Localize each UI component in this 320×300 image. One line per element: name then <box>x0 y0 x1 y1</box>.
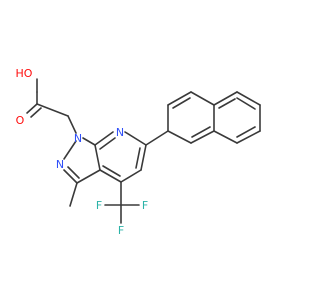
bond-c-o-double-a <box>26 103 38 114</box>
bond-naph-8 <box>236 130 261 144</box>
bond-naph-11-double <box>218 98 236 109</box>
bond-n1-n2 <box>63 140 77 160</box>
bond-naph-7 <box>213 130 238 144</box>
atom-n-pyrazole-1: N <box>74 132 82 145</box>
bond-c4-c3a-double <box>102 165 121 177</box>
atom-n-pyridine: N <box>116 126 124 139</box>
atom-o-carbonyl: O <box>16 114 25 127</box>
pyrazole-ring-bonds <box>63 137 101 207</box>
atom-ho: HO <box>16 67 33 80</box>
bond-naph-2 <box>190 130 215 144</box>
bond-naph-2-double <box>191 126 211 138</box>
atom-labels: HO O N N N F F F <box>16 67 149 237</box>
bond-naph-10 <box>236 91 261 106</box>
bond-npy-c6 <box>124 131 147 146</box>
atom-f-right: F <box>142 199 148 212</box>
bond-naph-8-double <box>236 126 256 138</box>
bond-c6-naph <box>145 130 169 146</box>
bond-c7a-npy <box>94 131 114 146</box>
pyridine-ring-bonds <box>94 131 147 206</box>
bond-naph-4 <box>190 91 215 106</box>
bond-naph-10-double <box>236 97 256 110</box>
bond-c6-c5 <box>140 144 147 171</box>
bond-naph-1 <box>167 130 192 144</box>
bond-c3-methyl <box>69 182 78 207</box>
bond-c3a-c7a <box>94 144 101 171</box>
bond-c5-c4 <box>120 169 142 183</box>
atom-f-top: F <box>118 224 124 237</box>
bond-n2-c3 <box>63 169 78 184</box>
bond-naph-5-double <box>172 97 191 109</box>
molecule-structure: HO O N N N F F F <box>16 67 261 237</box>
bond-naph-5 <box>167 91 192 106</box>
bond-ch2-n1 <box>67 115 77 134</box>
bond-naph-11 <box>213 91 238 106</box>
acetic-acid-bonds <box>26 78 77 134</box>
bond-c6-c5-double <box>135 147 141 169</box>
cf3-bonds <box>104 204 140 224</box>
molecule-canvas: HO O N N N F F F <box>16 67 261 237</box>
bond-n2-c3-double <box>67 166 80 179</box>
atom-n-pyrazole-2: N <box>56 158 64 171</box>
bond-c-o-double-b <box>30 107 42 118</box>
bond-c7a-n1 <box>82 137 96 146</box>
bond-c7a-npy-double <box>99 137 116 150</box>
naphthalene-bonds <box>145 91 261 146</box>
bond-c4-c3a <box>99 169 122 183</box>
bond-carboxyl-ch2-b <box>36 103 69 117</box>
bond-c3-c3a <box>76 169 101 184</box>
atom-f-left: F <box>96 199 102 212</box>
